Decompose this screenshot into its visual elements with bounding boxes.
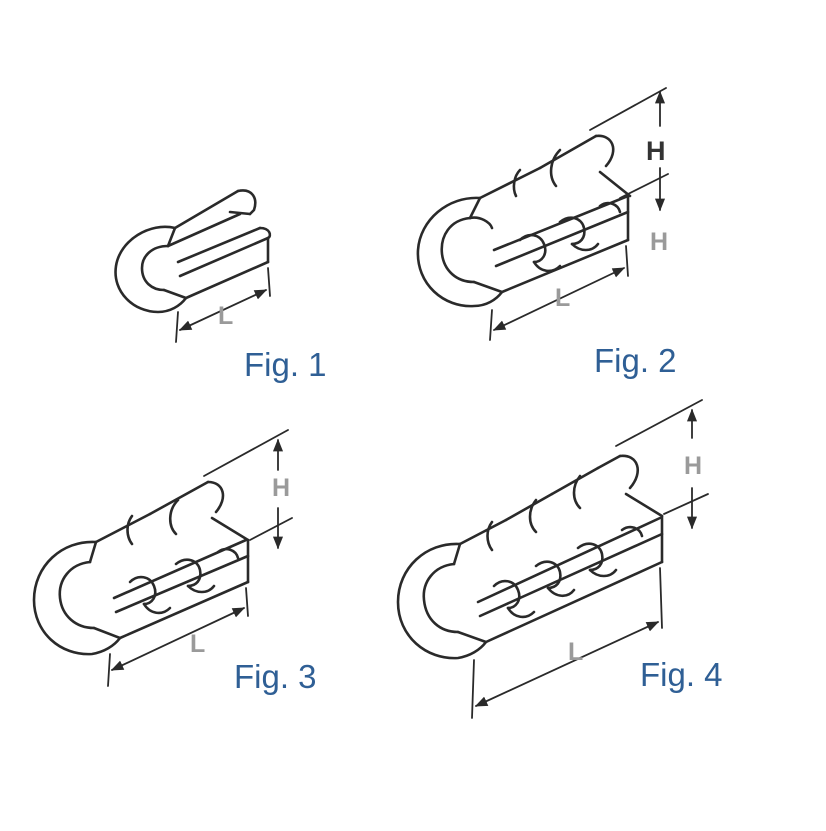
fig-4-spacer-drawing	[396, 399, 709, 719]
fig-3-caption: Fig. 3	[234, 658, 317, 695]
fig-1-spacer-drawing	[114, 189, 272, 343]
fig-4-height-label: H	[684, 452, 702, 480]
fig-3-length-label: L	[190, 630, 205, 658]
fig-2-spacer-drawing	[416, 87, 669, 341]
fig-4-length-label: L	[568, 638, 583, 666]
fig-1-caption: Fig. 1	[244, 346, 327, 383]
fig-2-height-label-lower: H	[650, 228, 668, 256]
fig-3-height-label: H	[272, 474, 290, 502]
fig-4-caption: Fig. 4	[640, 656, 723, 693]
fig-2-height-label-upper: H	[646, 136, 666, 166]
fig-3-spacer-drawing	[32, 429, 293, 687]
fig-1-length-label: L	[218, 302, 233, 330]
fig-2-length-label: L	[555, 284, 570, 312]
fig-2-caption: Fig. 2	[594, 342, 677, 379]
